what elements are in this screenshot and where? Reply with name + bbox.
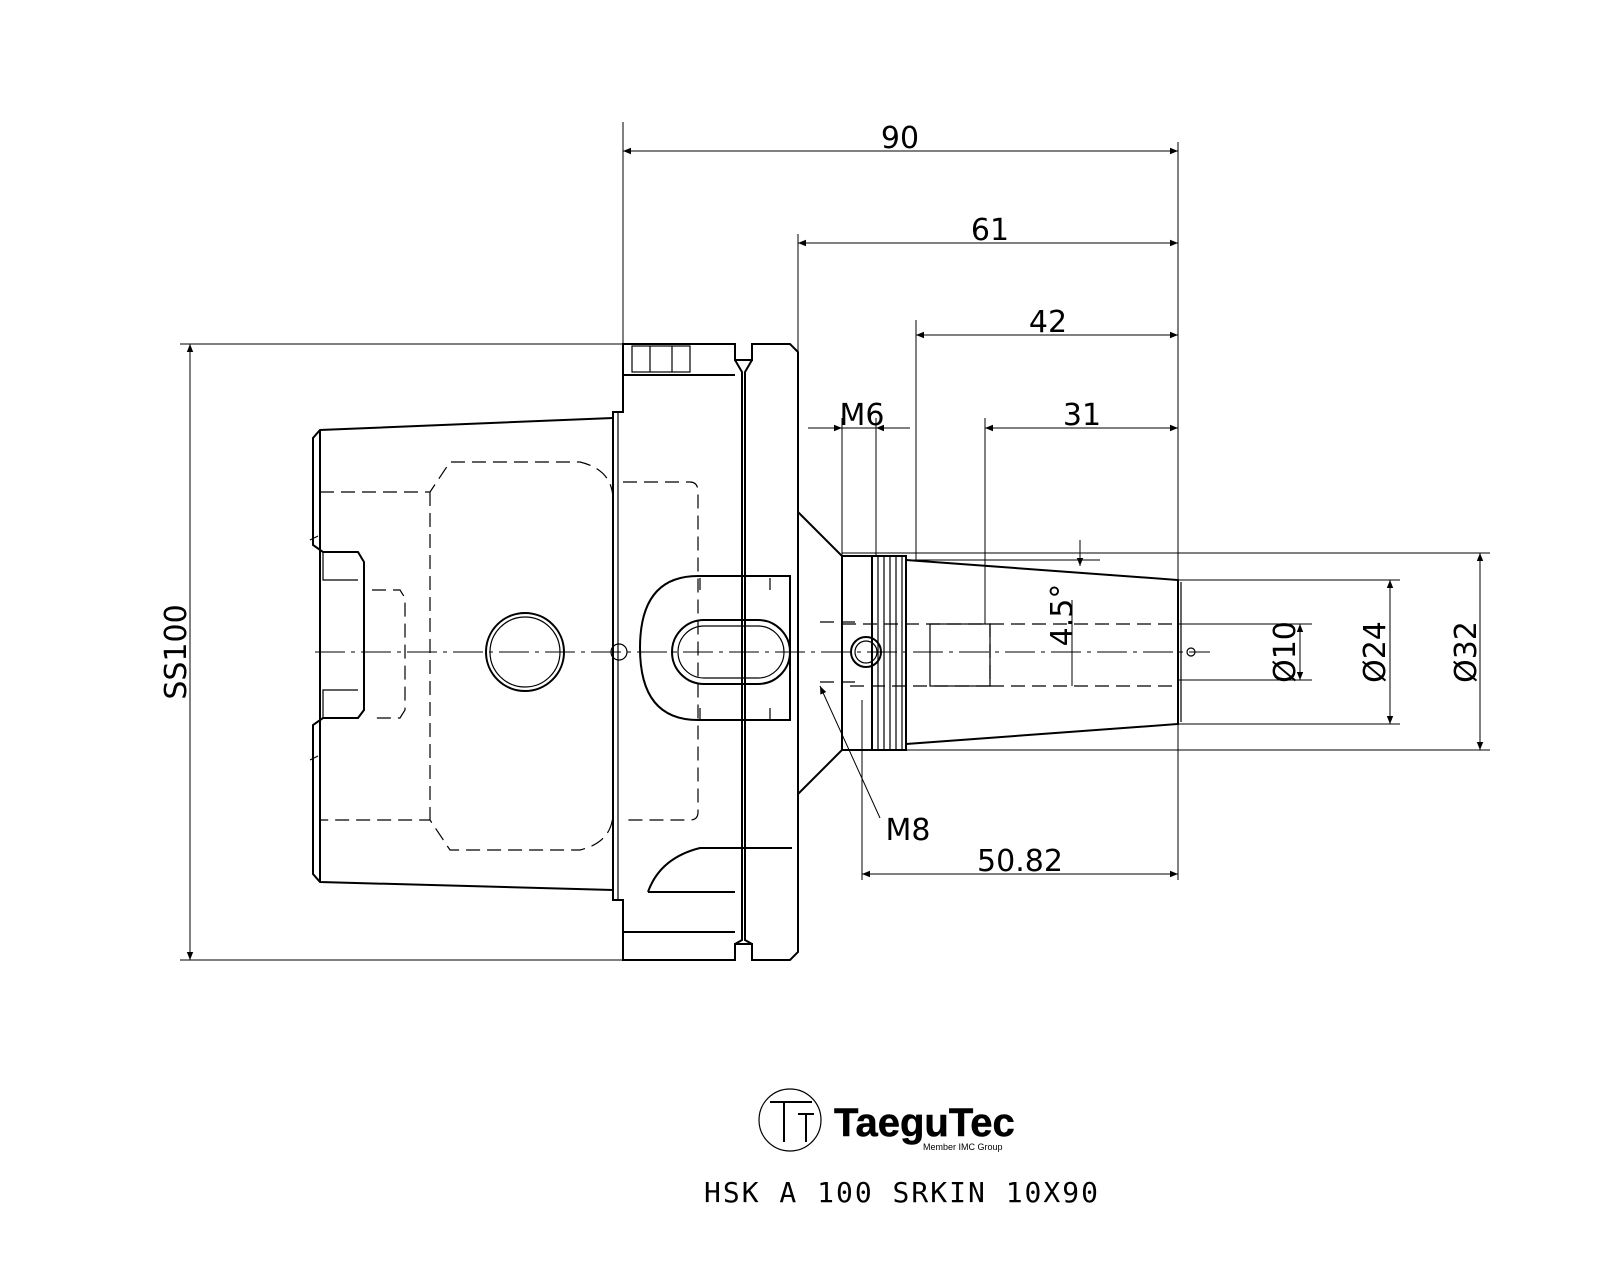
dim-length-42: 42	[1029, 305, 1067, 340]
dim-length-61: 61	[971, 213, 1009, 248]
dim-length-31: 31	[1063, 398, 1101, 433]
dim-overall-length: 90	[881, 121, 919, 156]
shrink-nose	[797, 511, 1196, 795]
dim-thread-m8: M8	[886, 813, 931, 848]
logo-name: TaeguTec	[834, 1101, 1015, 1145]
part-number: HSK A 100 SRKIN 10X90	[704, 1176, 1100, 1209]
logo-tagline: Member IMC Group	[923, 1142, 1003, 1152]
hsk-shank	[309, 417, 614, 891]
dim-flange-diameter: SS100	[159, 604, 194, 699]
dim-tip-diameter: Ø24	[1358, 621, 1393, 683]
dimension-lines	[180, 122, 1490, 961]
dim-bore-diameter: Ø10	[1268, 621, 1303, 683]
taegutec-logo: TaeguTec Member IMC Group	[758, 1088, 1015, 1152]
dim-body-diameter: Ø32	[1449, 621, 1484, 683]
dim-thread-m6: M6	[840, 398, 885, 433]
flange	[610, 343, 799, 961]
dim-length-5082: 50.82	[977, 844, 1063, 879]
dim-taper-angle: 4.5°	[1045, 584, 1080, 647]
